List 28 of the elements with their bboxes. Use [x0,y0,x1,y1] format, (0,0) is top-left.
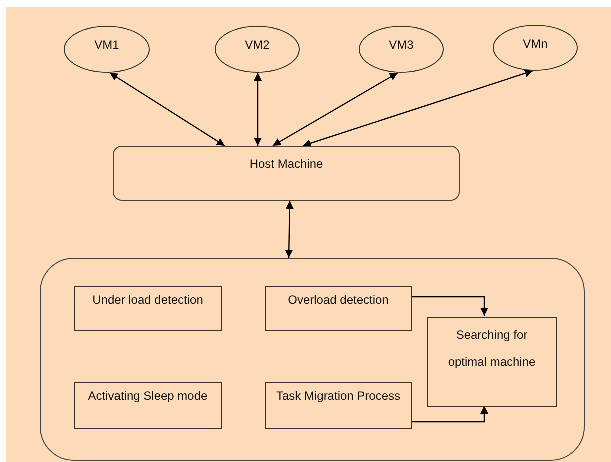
node-label: VM3 [388,38,415,52]
node-label: Task Migration Process [275,389,402,403]
vm-ellipse [215,26,300,73]
vm-ellipse [64,26,150,73]
arrow [411,296,488,316]
process-box [427,317,557,407]
node-label: Under load detection [92,293,204,307]
arrow [411,406,488,423]
node-label: Searching for optimal machine [447,327,537,371]
node-label: Overload detection [287,293,390,307]
node-label: VMn [522,37,549,51]
process-box [74,286,222,331]
arrow [110,72,226,146]
node-label: Host Machine [248,157,324,171]
process-box [265,382,412,429]
arrow [302,70,534,148]
vm-ellipse [359,26,444,73]
arrow [254,73,262,146]
arrow [272,72,398,147]
arrow [285,200,294,258]
process-box [265,286,412,331]
host-box [113,146,460,201]
module-panel [40,258,585,461]
process-box [74,382,222,429]
node-label: Activating Sleep mode [87,389,209,403]
node-label: VM1 [94,38,120,52]
vm-ellipse [493,25,578,71]
node-label: VM2 [244,38,271,52]
